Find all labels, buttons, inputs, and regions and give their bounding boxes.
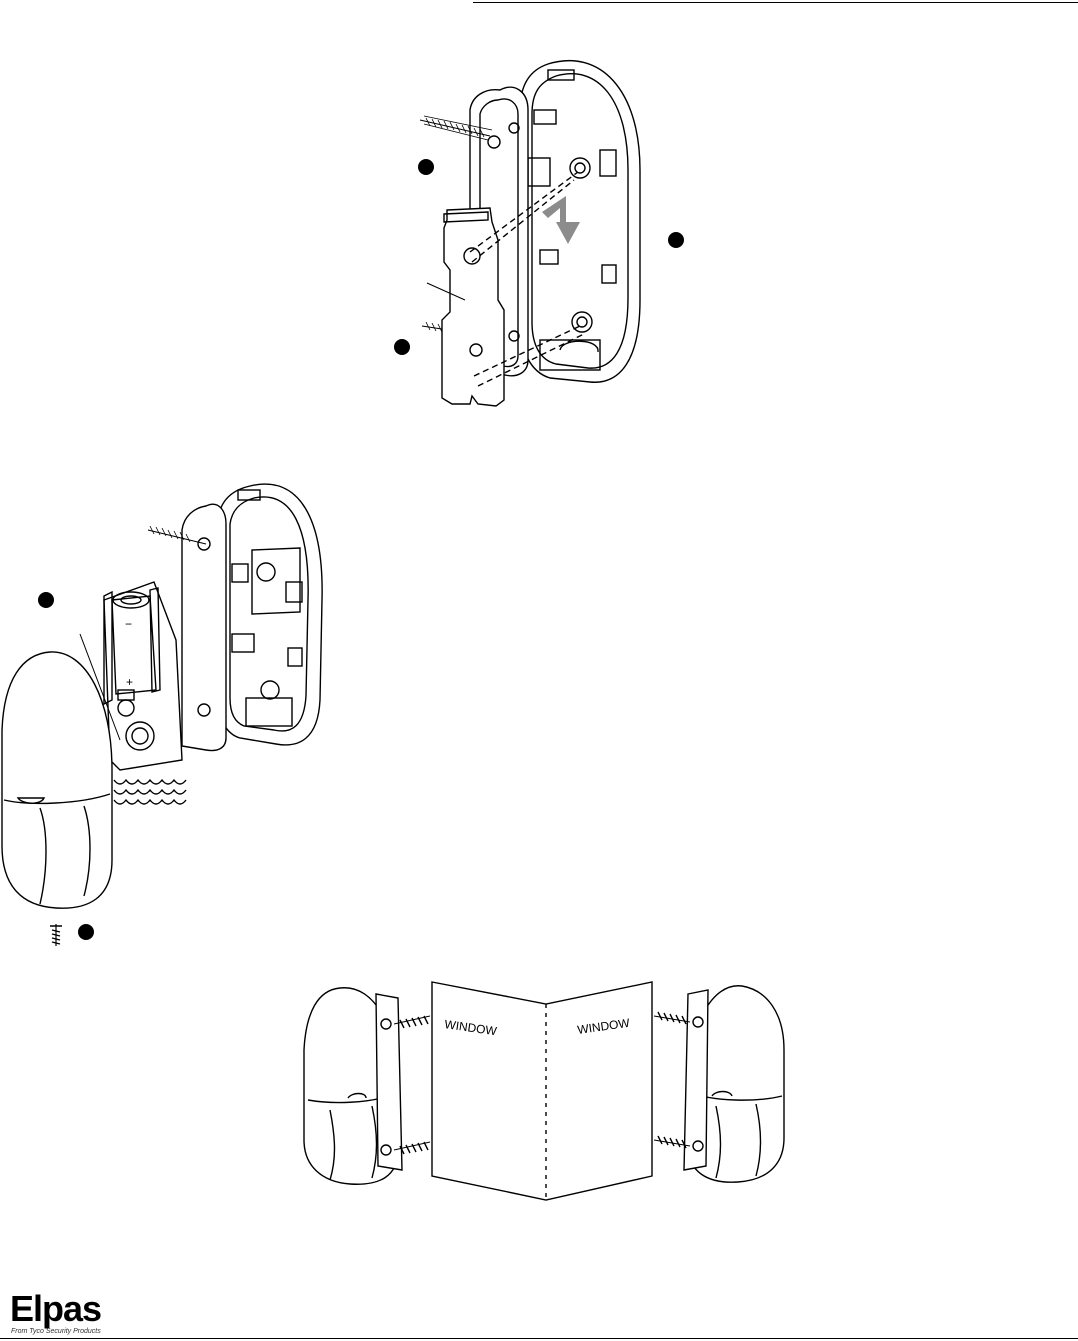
battery-plus-sign: + — [126, 675, 133, 689]
elpas-logo: Elpas From Tyco Security Products — [10, 1290, 120, 1336]
battery-minus-sign: − — [125, 617, 132, 631]
callout-dot — [38, 592, 54, 608]
logo-wordmark: Elpas — [10, 1290, 101, 1328]
callout-dot — [418, 159, 434, 175]
figure-mounting-plate — [420, 61, 640, 406]
figure-window-mounting — [304, 982, 784, 1200]
callout-dot — [78, 924, 94, 940]
logo-tagline: From Tyco Security Products — [11, 1328, 101, 1335]
callout-dot — [394, 339, 410, 355]
footer-rule — [0, 1338, 1078, 1339]
figure-battery-insertion — [2, 484, 322, 946]
callout-dot — [668, 232, 684, 248]
